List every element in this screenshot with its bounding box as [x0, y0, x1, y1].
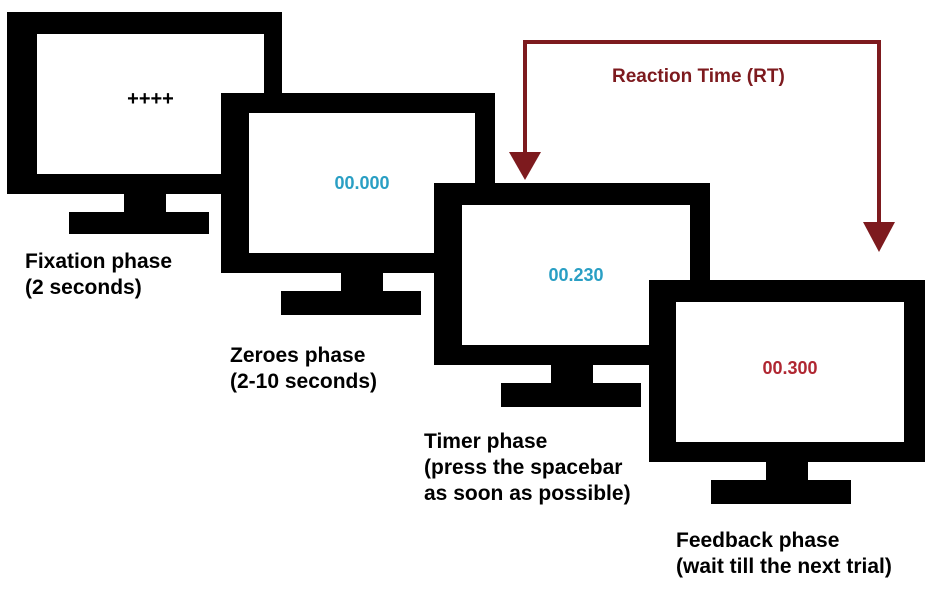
feedback-caption: Feedback phase (wait till the next trial…: [676, 528, 892, 580]
caption-line: Fixation phase: [25, 250, 173, 273]
monitor-neck: [551, 365, 593, 383]
timer-readout: 00.230: [548, 265, 604, 285]
monitor-base: [281, 291, 421, 315]
fixation-cross-text: ++++: [127, 88, 174, 110]
caption-line: Timer phase: [424, 430, 548, 453]
zeroes-readout: 00.000: [334, 173, 390, 193]
monitor-neck: [341, 273, 383, 291]
caption-line: (2-10 seconds): [230, 370, 378, 393]
rt-end-arrowhead: [863, 222, 895, 252]
caption-line: (2 seconds): [25, 276, 142, 299]
feedback-readout: 00.300: [762, 358, 818, 378]
caption-line: Zeroes phase: [230, 344, 366, 367]
caption-line: (wait till the next trial): [676, 555, 892, 578]
monitor-neck: [124, 194, 166, 212]
rt-bracket-line: [523, 40, 881, 225]
rt-start-arrowhead: [509, 152, 541, 180]
monitor-neck: [766, 462, 808, 480]
monitor-base: [501, 383, 641, 407]
caption-line: Feedback phase: [676, 529, 840, 552]
monitor-screen: [676, 302, 904, 442]
zeroes-caption: Zeroes phase (2-10 seconds): [230, 343, 377, 395]
monitor-base: [69, 212, 209, 234]
caption-line: as soon as possible): [424, 482, 631, 505]
caption-line: (press the spacebar: [424, 456, 623, 479]
rt-label: Reaction Time (RT): [612, 66, 785, 87]
feedback-monitor: 00.300: [649, 280, 925, 504]
monitor-base: [711, 480, 851, 504]
fixation-caption: Fixation phase (2 seconds): [25, 249, 172, 301]
timer-caption: Timer phase (press the spacebar as soon …: [424, 429, 631, 507]
